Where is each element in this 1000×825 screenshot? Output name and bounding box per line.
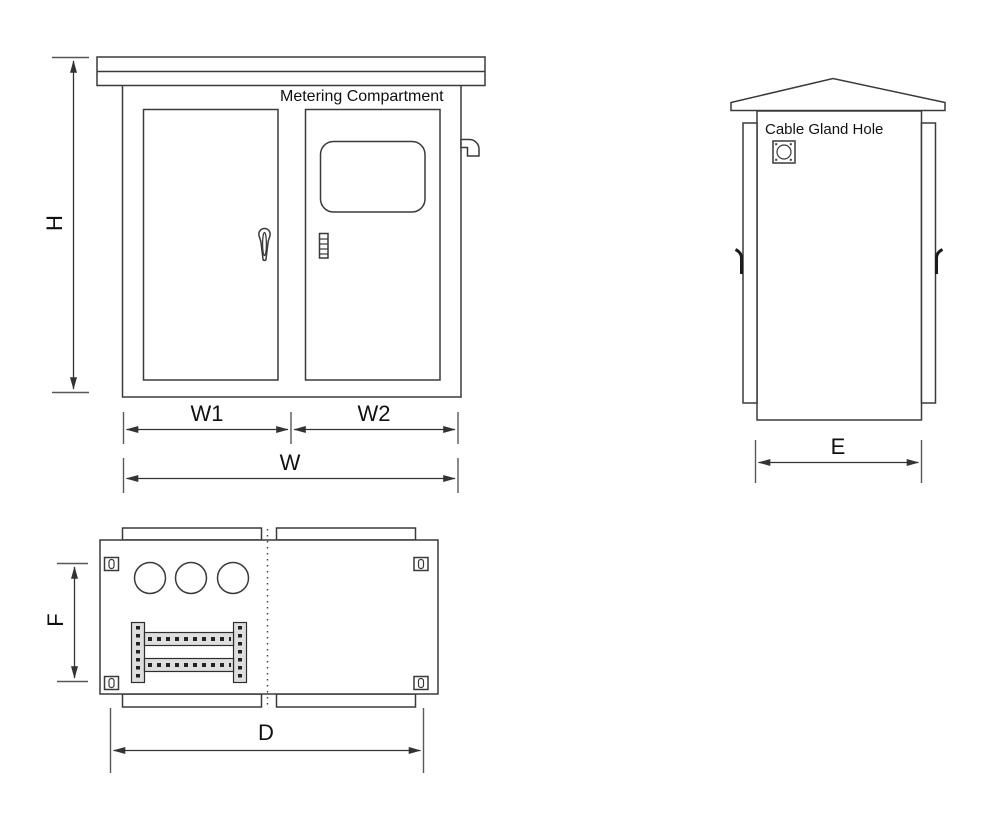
busbar-frame [130,621,248,684]
mounting-bracket [413,556,429,572]
side-view [730,77,946,483]
mounting-bracket [413,675,429,691]
right-door [304,108,441,381]
dim-label-w1: W1 [190,401,224,426]
rain-roof [96,56,486,87]
left-hinge-icon [734,248,743,274]
dim-f [57,562,88,683]
metering-compartment-label: Metering Compartment [280,88,444,105]
dim-label-e: E [830,434,846,459]
meter-window [319,140,426,213]
door-handle [258,227,271,262]
mounting-bracket [103,675,120,691]
left-door [142,108,279,381]
cable-gland-hole-label: Cable Gland Hole [765,121,884,138]
dim-label-f: F [43,613,68,627]
door-lock [318,232,329,259]
right-hinge-icon [935,248,944,274]
side-body [756,110,923,421]
cable-gland-hole [772,140,796,164]
bottom-view [57,527,439,773]
padlock-hasp-icon [460,138,480,157]
dim-d [109,708,425,773]
cable-entry-holes [133,561,250,595]
dim-label-w: W [279,450,301,475]
dim-label-h: H [42,215,67,231]
dim-label-w2: W2 [357,401,391,426]
rear-door-edge [920,122,937,404]
flange-strips [121,527,417,708]
dim-h [52,56,89,394]
dim-label-d: D [258,720,274,745]
mounting-bracket [103,556,120,572]
dim-w1-w2 [122,412,459,444]
mounting-brackets [103,556,429,691]
front-view [52,56,486,493]
dim-w [122,458,459,493]
front-door-edge [742,122,758,404]
peaked-roof [730,77,946,112]
dim-e [754,440,923,483]
